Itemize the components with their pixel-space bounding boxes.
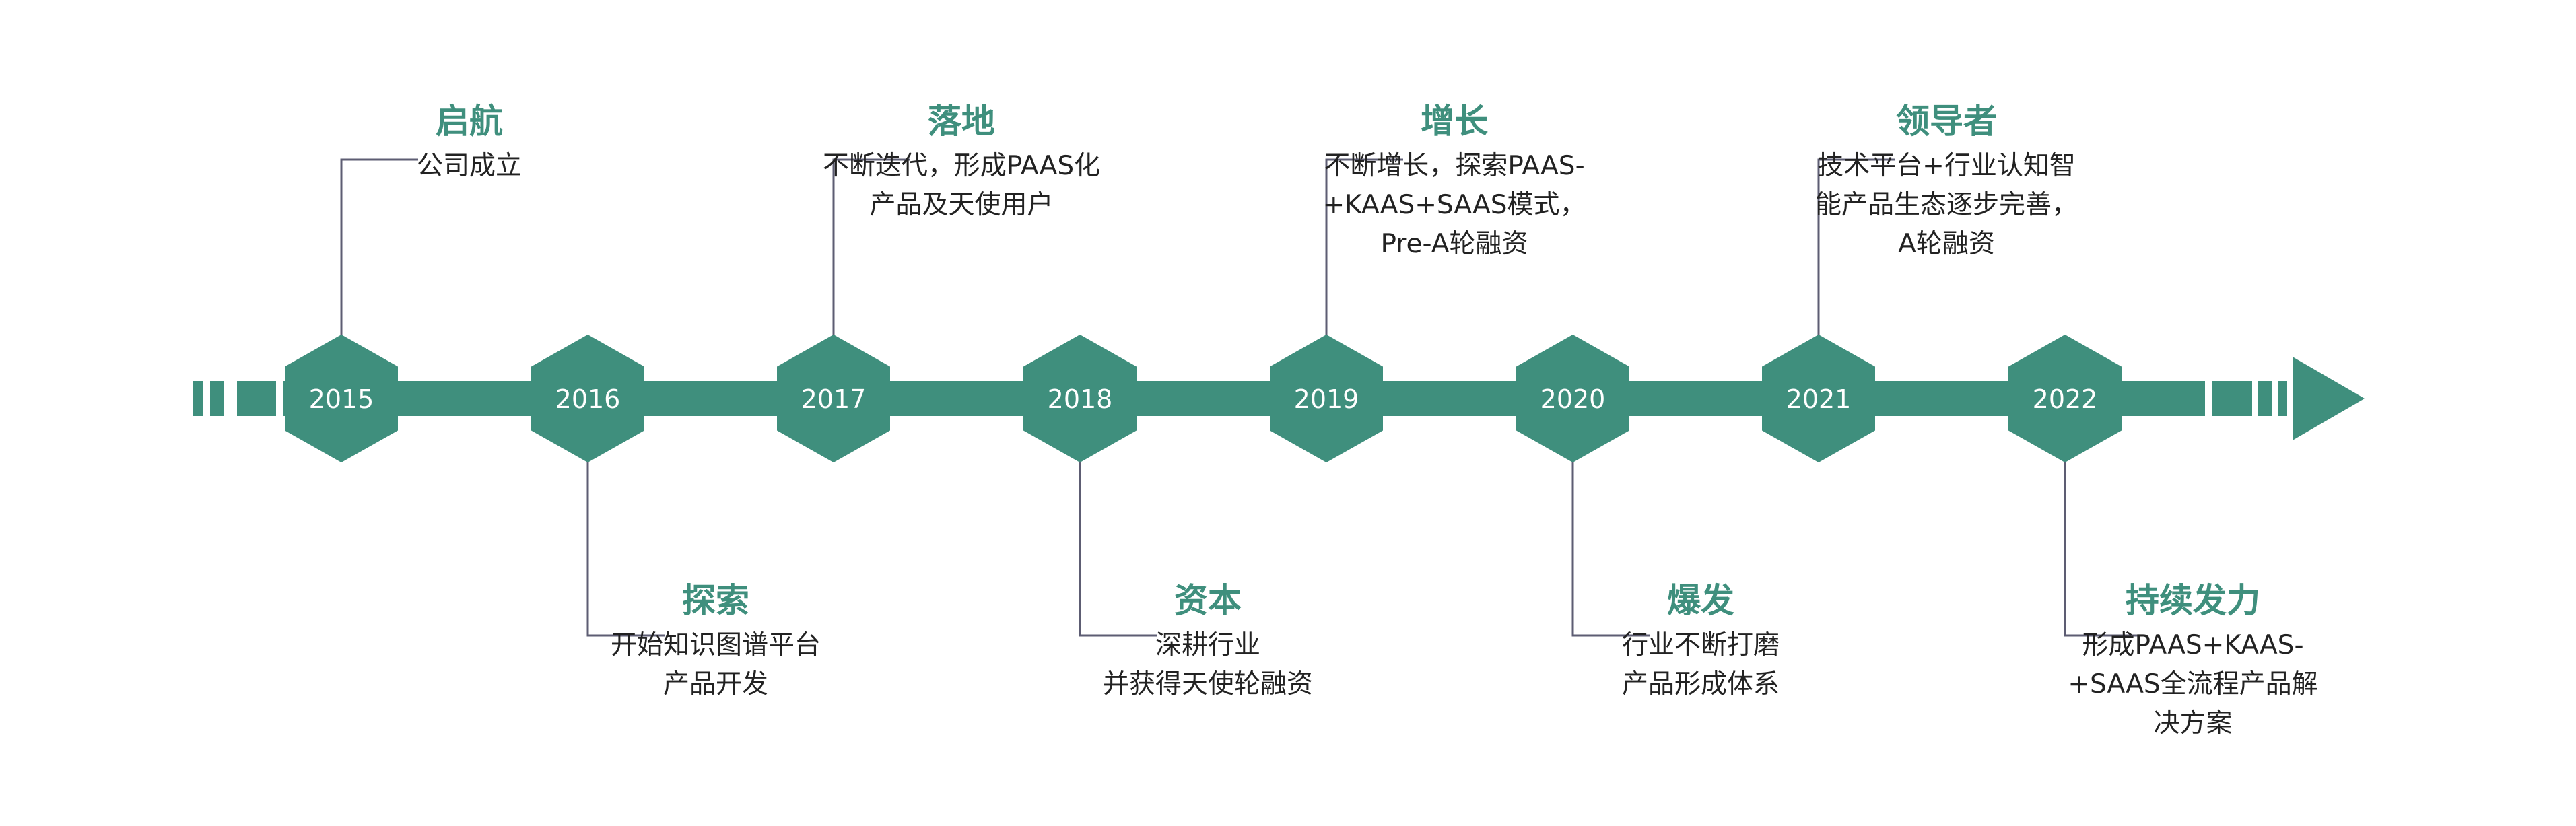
milestone-description: 不断迭代，形成PAAS化 产品及天使用户 xyxy=(822,151,1101,220)
year-label-2015: 2015 xyxy=(309,384,374,414)
year-hexagon-2015 xyxy=(285,335,398,462)
milestone-2022: 持续发力形成PAAS+KAAS- +SAAS全流程产品解 决方案 xyxy=(2018,580,2368,743)
milestone-title: 爆发 xyxy=(1667,581,1734,620)
year-hexagon-2020 xyxy=(1516,335,1629,462)
connector-line-2019 xyxy=(1325,158,1403,338)
bar-dash-left-1 xyxy=(193,381,203,416)
bar-dash-right-3 xyxy=(2278,381,2287,416)
connector-line-2020 xyxy=(1571,459,1650,637)
connector-line-2016 xyxy=(586,459,665,637)
milestone-title: 领导者 xyxy=(1896,102,1997,141)
milestone-title: 资本 xyxy=(1174,581,1242,620)
milestone-title: 增长 xyxy=(1421,102,1488,141)
connector-line-2022 xyxy=(2064,459,2142,637)
year-hexagon-2018 xyxy=(1023,335,1137,462)
milestone-2019: 增长不断增长，探索PAAS- +KAAS+SAAS模式， Pre-A轮融资 xyxy=(1279,101,1629,264)
year-hexagon-2017 xyxy=(777,335,890,462)
milestone-title: 探索 xyxy=(682,581,749,620)
connector-line-2015 xyxy=(340,158,418,338)
connector-line-2021 xyxy=(1817,158,1895,338)
year-label-2017: 2017 xyxy=(801,384,867,414)
bar-dash-left-2 xyxy=(210,381,224,416)
milestone-2020: 爆发行业不断打磨 产品形成体系 xyxy=(1526,580,1876,704)
arrow-head-icon xyxy=(2293,357,2365,440)
year-label-2020: 2020 xyxy=(1540,384,1606,414)
year-label-2019: 2019 xyxy=(1294,384,1359,414)
milestone-description: 技术平台+行业认知智 能产品生态逐步完善， A轮融资 xyxy=(1815,151,2078,259)
bar-dash-right-1 xyxy=(2212,381,2252,416)
milestone-2018: 资本深耕行业 并获得天使轮融资 xyxy=(1033,580,1383,704)
milestone-title: 落地 xyxy=(928,102,995,141)
year-hexagon-2019 xyxy=(1270,335,1383,462)
milestone-description: 不断增长，探索PAAS- +KAAS+SAAS模式， Pre-A轮融资 xyxy=(1322,151,1586,259)
year-label-2016: 2016 xyxy=(555,384,621,414)
milestone-title: 持续发力 xyxy=(2126,581,2260,620)
year-label-2022: 2022 xyxy=(2033,384,2098,414)
year-label-2018: 2018 xyxy=(1048,384,1113,414)
milestone-2017: 落地不断迭代，形成PAAS化 产品及天使用户 xyxy=(786,101,1137,225)
milestone-description: 行业不断打磨 产品形成体系 xyxy=(1621,630,1780,699)
year-hexagon-2021 xyxy=(1762,335,1875,462)
milestone-description: 公司成立 xyxy=(416,151,522,181)
milestone-2015: 启航公司成立 xyxy=(294,101,644,186)
milestone-description: 形成PAAS+KAAS- +SAAS全流程产品解 决方案 xyxy=(2068,630,2318,738)
milestone-description: 深耕行业 并获得天使轮融资 xyxy=(1102,630,1313,699)
year-label-2021: 2021 xyxy=(1786,384,1852,414)
bar-dash-left-3 xyxy=(237,381,276,416)
milestone-2021: 领导者技术平台+行业认知智 能产品生态逐步完善， A轮融资 xyxy=(1771,101,2122,264)
year-hexagon-2022 xyxy=(2008,335,2122,462)
milestone-description: 开始知识图谱平台 产品开发 xyxy=(610,630,821,699)
milestone-title: 启航 xyxy=(436,102,503,141)
year-hexagon-2016 xyxy=(531,335,644,462)
bar-dash-right-2 xyxy=(2258,381,2272,416)
connector-line-2017 xyxy=(832,158,910,338)
milestone-2016: 探索开始知识图谱平台 产品开发 xyxy=(541,580,891,704)
connector-line-2018 xyxy=(1079,459,1157,637)
